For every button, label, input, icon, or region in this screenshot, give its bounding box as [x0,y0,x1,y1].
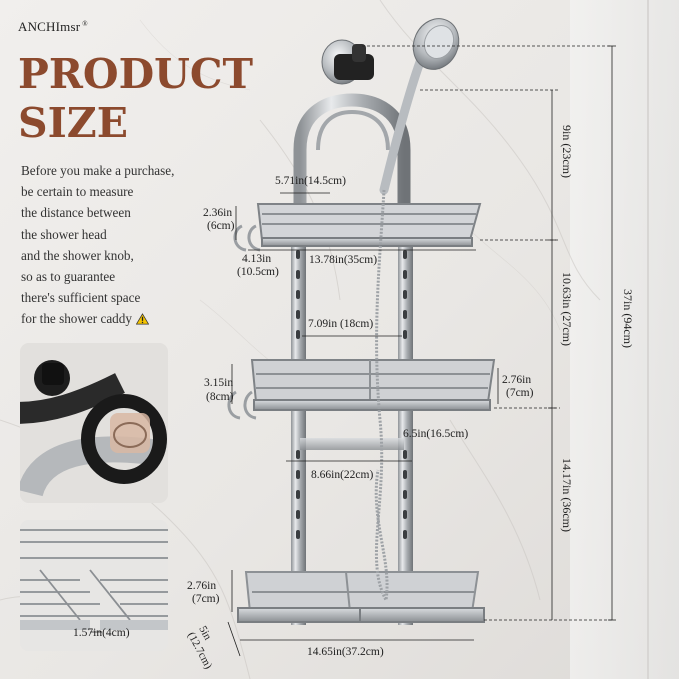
bottom-basket-height-cm: (7cm) [192,593,220,605]
page-title: PRODUCT SIZE [18,50,258,148]
middle-side-height-cm: (7cm) [506,387,534,399]
shower-hose [374,189,389,605]
top-basket-height-inches: 2.36in [203,207,233,219]
bottom-length-label: 14.65in(37.2cm) [307,646,384,658]
warning-triangle-icon [135,313,149,325]
top-hook-cm: (10.5cm) [237,266,279,278]
basket-grid-closeup-inset [20,520,168,651]
bottom-baskets [237,571,485,623]
top-basket-height-cm: (6cm) [207,220,235,232]
grid-gap-label: 1.57in(4cm) [73,627,130,639]
middle-basket-height-inches: 3.15in [204,377,234,389]
middle-basket-height-cm: (8cm) [206,391,234,403]
top-basket-length-label: 13.78in(35cm) [309,254,378,266]
purchase-tip-text: Before you make a purchase, be certain t… [21,163,175,327]
middle-side-height-inches: 2.76in [502,374,532,386]
top-basket [233,203,482,252]
middle-basket-depth-label: 6.5in(16.5cm) [403,428,469,440]
top-basket-width-label: 5.71in(14.5cm) [275,175,346,187]
brand-name: ANCHImsr® [18,19,88,34]
title-line-1: PRODUCT [18,50,254,98]
shower-arm-mount [321,39,374,85]
caddy-frame [291,93,413,625]
vertical-top-section-label: 9in (23cm) [560,125,574,178]
bottom-basket-height-inches: 2.76in [187,580,217,592]
middle-spacing-label: 7.09in (18cm) [308,318,374,330]
vertical-middle-section-label: 10.63in (27cm) [560,272,574,346]
shower-head [379,18,460,195]
vertical-total-label: 37in (94cm) [621,289,635,348]
title-line-2: SIZE [18,99,128,147]
middle-basket [227,359,496,420]
top-hook-inches: 4.13in [242,253,272,265]
dimension-lines [227,45,616,657]
bracket-closeup-inset [20,343,168,503]
middle-basket-length-label: 8.66in(22cm) [311,469,374,481]
vertical-bottom-section-label: 14.17in (36cm) [560,458,574,532]
